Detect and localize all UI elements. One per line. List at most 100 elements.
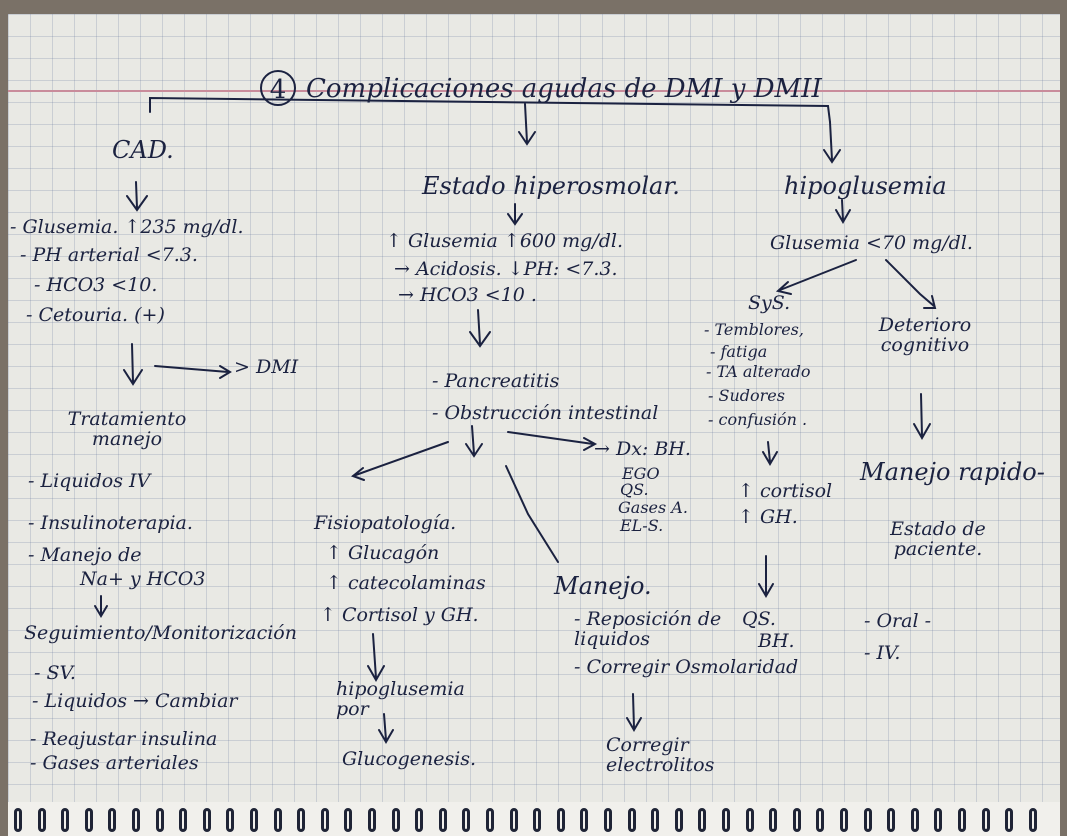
arrow-to-seguimiento (94, 595, 108, 618)
spiral-ring (509, 808, 518, 832)
hipo-lab: QS. (742, 608, 776, 630)
sys-item: - confusión . (708, 410, 808, 429)
sys-item: - TA alterado (706, 362, 811, 381)
estado-paciente: Estado de paciente. (890, 518, 986, 560)
spiral-ring (533, 808, 542, 832)
notebook-page: 4 Complicaciones agudas de DMI y DMII CA… (8, 14, 1060, 836)
fisiopatologia-item: ↑ Glucagón (326, 542, 440, 564)
margin-line (8, 90, 1060, 92)
hiper-cause: - Pancreatitis (432, 370, 560, 392)
cad-seguimiento: Seguimiento/Monitorización (24, 622, 297, 644)
hiper-criterion: ↑ Glusemia ↑600 mg/dl. (386, 230, 623, 252)
hiper-criterion: → Acidosis. ↓PH: <7.3. (394, 258, 618, 280)
cad-treatment-item: - Manejo de (28, 544, 142, 566)
spiral-ring (887, 808, 896, 832)
hipo-hormone: ↑ GH. (738, 506, 798, 528)
spiral-ring (1028, 808, 1037, 832)
hipo-heading: hipoglusemia (784, 172, 947, 200)
hipo-route: - Oral - (864, 610, 931, 632)
spiral-ring (14, 808, 22, 832)
arrow-to-manejo (505, 465, 559, 563)
cad-seguimiento-item: - SV. (34, 662, 76, 684)
fisiopatologia-item: ↑ Cortisol y GH. (320, 604, 479, 626)
spiral-ring (745, 808, 754, 832)
spiral-ring (368, 808, 376, 832)
spiral-ring (344, 808, 353, 832)
spiral-ring (816, 808, 825, 832)
spiral-ring (273, 808, 282, 832)
spiral-ring (202, 808, 211, 832)
cad-criterion: - HCO3 <10. (34, 274, 158, 296)
notebook-spiral (8, 802, 1060, 836)
spiral-ring (934, 808, 943, 832)
arrow-causes-down (465, 425, 483, 458)
spiral-ring (1005, 808, 1014, 832)
arrow-to-glucogenesis (378, 713, 394, 744)
sys-heading: SyS. (748, 292, 791, 314)
spiral-ring (108, 808, 117, 832)
arrow-to-labs (758, 555, 774, 598)
deterioro-cognitivo: Deterioro cognitivo (878, 314, 972, 356)
spiral-ring (132, 808, 140, 832)
hiper-dx: EL-S. (620, 516, 664, 535)
hiper-manejo-heading: Manejo. (554, 572, 652, 600)
sys-item: - fatiga (710, 342, 768, 361)
spiral-ring (604, 808, 612, 832)
spiral-ring (840, 808, 848, 832)
spiral-ring (61, 808, 70, 832)
hipoglusemia-por: hipoglusemia por (336, 678, 465, 720)
sys-item: - Sudores (708, 386, 785, 405)
arrow-right-down (823, 121, 841, 164)
spiral-ring (415, 808, 424, 832)
hipo-lab: BH. (758, 630, 795, 652)
hipo-route: - IV. (864, 642, 901, 664)
arrow-fisio-to-hipoglusemia (367, 633, 385, 683)
cad-seguimiento-item: - Reajustar insulina (30, 728, 218, 750)
cad-treatment-item: - Liquidos IV (28, 470, 151, 492)
spiral-ring (627, 808, 636, 832)
arrow-to-dx (507, 431, 598, 451)
hiper-manejo-item: - Reposición de liquidos (574, 608, 722, 650)
arrow-to-dmi (154, 365, 232, 379)
cad-tratamiento: Tratamiento manejo (67, 408, 187, 450)
arrow-center-down (518, 103, 536, 146)
spiral-ring (651, 808, 660, 832)
spiral-ring (37, 808, 46, 832)
page-title: Complicaciones agudas de DMI y DMII (306, 74, 822, 104)
hiper-cause: - Obstrucción intestinal (432, 402, 659, 424)
spiral-ring (438, 808, 447, 832)
arrow-cad-down (126, 181, 148, 212)
hipo-criterion: Glusemia <70 mg/dl. (770, 232, 973, 254)
spiral-ring (674, 808, 683, 832)
cad-criterion: - PH arterial <7.3. (20, 244, 198, 266)
cad-treatment-item: Na+ y HCO3 (80, 568, 206, 590)
spiral-ring (226, 808, 235, 832)
hiper-dx: EGO (622, 464, 660, 483)
hipo-manejo: Manejo rapido- (860, 458, 1045, 486)
hipo-hormone: ↑ cortisol (738, 480, 833, 502)
spiral-ring (698, 808, 707, 832)
arrow-to-fisiopatologia (350, 441, 449, 481)
spiral-ring (179, 808, 188, 832)
arrow-hiper-to-causes (469, 309, 491, 348)
arrow-manejo-to-corregir (626, 693, 642, 732)
cad-seguimiento-item: - Gases arteriales (30, 752, 199, 774)
hiper-dx: Gases A. (618, 498, 688, 517)
arrow-cad-to-tratamiento (123, 343, 143, 386)
spiral-ring (320, 808, 329, 832)
spiral-ring (958, 808, 966, 832)
spiral-ring (486, 808, 494, 832)
corregir-electrolitos: Corregir electrolitos (606, 734, 715, 776)
hiper-dx: → Dx: BH. (594, 438, 691, 460)
arrow-deterioro-down (913, 393, 931, 441)
cad-treatment-item: - Insulinoterapia. (28, 512, 193, 534)
cad-criterion: - Glusemia. ↑235 mg/dl. (10, 216, 244, 238)
top-bracket (149, 96, 831, 123)
spiral-ring (863, 808, 872, 832)
hiper-heading: Estado hiperosmolar. (422, 172, 680, 200)
sys-item: - Temblores, (704, 320, 804, 339)
arrow-hiper-down (507, 203, 523, 226)
spiral-ring (580, 808, 589, 832)
hiper-criterion: → HCO3 <10 . (398, 284, 537, 306)
hiper-manejo-item: - Corregir Osmolaridad (574, 656, 799, 678)
